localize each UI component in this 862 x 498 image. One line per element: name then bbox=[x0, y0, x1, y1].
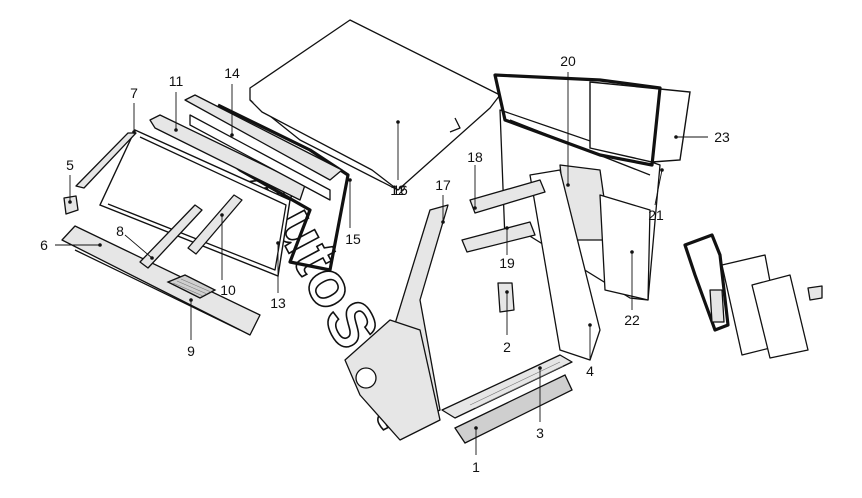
door-latch bbox=[807, 285, 823, 301]
door-outer-panel bbox=[751, 274, 809, 359]
windshield-inner-edge bbox=[107, 136, 287, 271]
lower-trim-strip bbox=[461, 221, 536, 253]
callout-21: 21 bbox=[648, 207, 664, 223]
callout-22: 22 bbox=[624, 312, 640, 328]
callout-7: 7 bbox=[130, 85, 138, 101]
cowl-panel-lip bbox=[74, 249, 241, 331]
header-trim bbox=[184, 94, 343, 181]
door-handle bbox=[709, 289, 725, 323]
sill-box bbox=[454, 374, 573, 444]
callout-4: 4 bbox=[586, 363, 594, 379]
header-strip bbox=[189, 114, 331, 201]
roof-panel-edge bbox=[249, 99, 399, 191]
sill-plate-ribs bbox=[469, 361, 564, 409]
roof-panel-notch bbox=[449, 117, 461, 133]
rear-window-glass bbox=[589, 81, 691, 163]
callout-17: 17 bbox=[435, 177, 451, 193]
callout-13: 13 bbox=[270, 295, 286, 311]
callout-labels: 1 2 3 4 5 6 7 8 9 10 11 12 13 14 15 16 1… bbox=[40, 53, 730, 475]
callout-16: 16 bbox=[392, 182, 408, 198]
callout-18: 18 bbox=[467, 149, 483, 165]
callout-11: 11 bbox=[169, 73, 184, 89]
leader-lines bbox=[55, 72, 708, 455]
callout-6: 6 bbox=[40, 237, 48, 253]
callout-19: 19 bbox=[499, 255, 515, 271]
callout-23: 23 bbox=[714, 129, 730, 145]
door-sill-plate bbox=[441, 354, 573, 419]
callout-3: 3 bbox=[536, 425, 544, 441]
callout-15: 15 bbox=[345, 231, 361, 247]
callout-9: 9 bbox=[187, 343, 195, 359]
cowl-panel bbox=[61, 225, 261, 336]
callout-14: 14 bbox=[224, 65, 240, 81]
wiper-arm-left bbox=[139, 204, 203, 269]
b-pillar bbox=[529, 169, 601, 361]
callout-2: 2 bbox=[503, 339, 511, 355]
callout-5: 5 bbox=[66, 157, 74, 173]
pillar-base-hole bbox=[355, 367, 377, 389]
grille-slots bbox=[172, 278, 212, 297]
callout-20: 20 bbox=[560, 53, 576, 69]
rear-window-seal bbox=[493, 73, 662, 167]
callout-8: 8 bbox=[116, 223, 124, 239]
windshield-header bbox=[149, 114, 306, 201]
wiper-arm-right bbox=[187, 194, 243, 255]
door-frame-seal bbox=[683, 233, 730, 332]
callout-1: 1 bbox=[472, 459, 480, 475]
callout-12: 12 bbox=[390, 182, 406, 198]
pillar-clip bbox=[497, 282, 515, 313]
pillar-base bbox=[344, 319, 441, 441]
side-panel bbox=[599, 194, 651, 301]
small-bracket bbox=[63, 195, 79, 215]
callout-10: 10 bbox=[220, 282, 236, 298]
